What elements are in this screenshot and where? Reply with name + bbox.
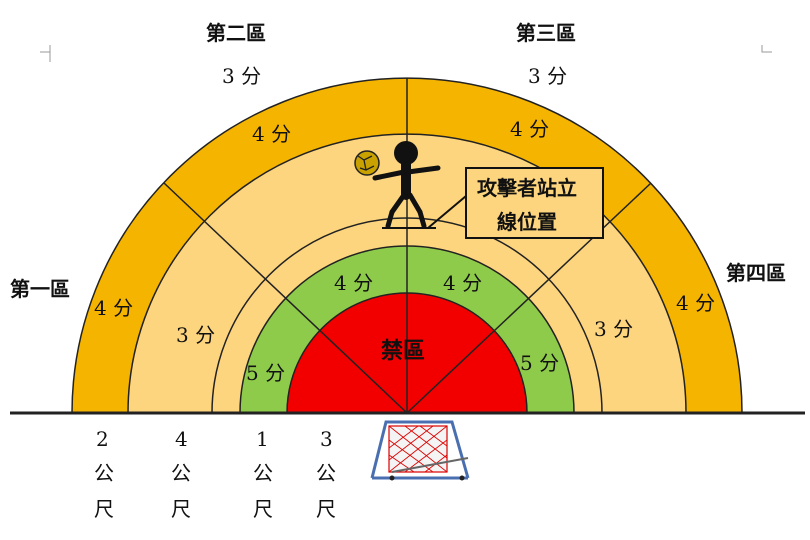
svg-text:4: 4 [175, 427, 188, 451]
svg-text:公: 公 [171, 461, 191, 485]
zone-4-label: 第四區 [726, 261, 786, 285]
score-label: 3 分 [528, 64, 567, 88]
svg-text:尺: 尺 [253, 497, 273, 521]
forbidden-zone-label: 禁區 [381, 338, 425, 364]
attacker-label-line-2: 線位置 [497, 210, 557, 234]
svg-text:尺: 尺 [316, 497, 336, 521]
score-label: 4 分 [94, 296, 133, 320]
svg-text:公: 公 [316, 461, 336, 485]
svg-text:公: 公 [253, 461, 273, 485]
score-label: 4 分 [510, 117, 549, 141]
score-label: 3 分 [594, 317, 633, 341]
score-label: 4 分 [252, 122, 291, 146]
svg-text:尺: 尺 [171, 497, 191, 521]
zone-2-label: 第二區 [206, 21, 266, 45]
distance-label: 2 公 尺 [94, 427, 114, 521]
attacker-label-box [465, 167, 604, 239]
zone-dividers [163, 78, 652, 414]
svg-text:1: 1 [256, 427, 269, 451]
distance-label: 4 公 尺 [171, 427, 191, 521]
goal-net-icon [370, 420, 470, 481]
svg-text:公: 公 [94, 461, 114, 485]
score-label: 4 分 [334, 271, 373, 295]
distance-label: 1 公 尺 [253, 427, 273, 521]
distance-label: 3 公 尺 [316, 427, 336, 521]
ball-icon [354, 150, 380, 176]
score-label: 5 分 [520, 351, 559, 375]
score-label: 3 分 [176, 323, 215, 347]
score-label: 4 分 [676, 291, 715, 315]
zone-3-label: 第三區 [516, 21, 576, 45]
score-label: 4 分 [443, 271, 482, 295]
zone-1-label: 第一區 [10, 277, 70, 301]
attacker-label-line-1: 攻擊者站立 [477, 176, 577, 200]
score-label: 5 分 [246, 361, 285, 385]
callout-pointer [427, 195, 467, 229]
score-label: 3 分 [222, 64, 261, 88]
crop-marks [40, 45, 772, 62]
svg-text:2: 2 [96, 427, 109, 451]
svg-text:3: 3 [320, 427, 333, 451]
attacker-figure-icon [372, 141, 441, 229]
svg-text:尺: 尺 [94, 497, 114, 521]
